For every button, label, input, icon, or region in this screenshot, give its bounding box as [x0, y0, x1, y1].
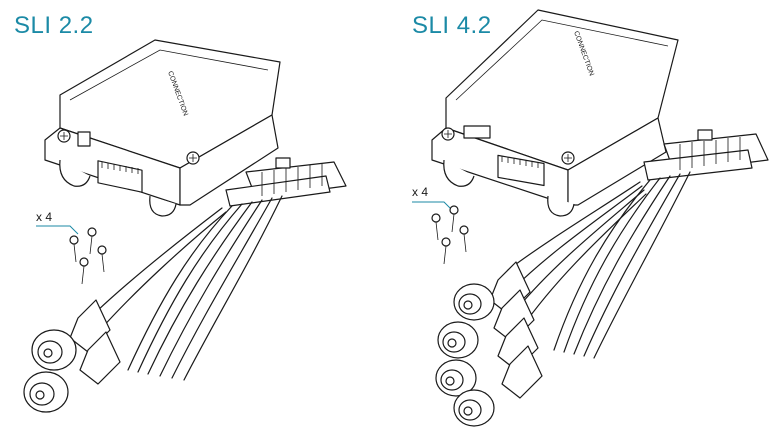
screw-quantity-label: x 4 — [412, 185, 429, 199]
amplifier-housing: CONNECTION — [44, 39, 281, 217]
screw — [79, 257, 89, 285]
screw-leader-line — [36, 225, 79, 235]
rca-plug — [23, 331, 121, 413]
screw-set — [69, 227, 107, 285]
screw-leader-line — [412, 201, 453, 211]
product-title: SLI 4.2 — [412, 12, 492, 39]
screw-set — [431, 205, 469, 265]
sli-4-2-illustration: CONNECTION — [412, 9, 769, 427]
sli-2-2-illustration: CONNECTION — [23, 39, 347, 413]
harness-connector — [643, 129, 769, 181]
rca-plug — [435, 317, 539, 397]
product-title: SLI 2.2 — [14, 12, 94, 39]
screw — [87, 227, 97, 255]
wire-bundle — [95, 195, 283, 381]
screw — [97, 245, 107, 273]
amplifier-housing: CONNECTION — [431, 9, 679, 217]
screw-quantity-label: x 4 — [36, 210, 53, 224]
screw — [431, 213, 441, 241]
screw — [459, 225, 469, 253]
screw — [441, 237, 451, 265]
harness-connector — [225, 157, 347, 207]
screw — [449, 205, 459, 233]
screw — [69, 235, 79, 263]
product-panel-sli-2-2: SLI 2.2 x 4 CONNECTION — [14, 12, 347, 413]
rca-plug — [453, 345, 543, 427]
wire-bundle — [507, 171, 691, 359]
product-panel-sli-4-2: SLI 4.2 x 4 CONNECTION — [388, 0, 776, 436]
